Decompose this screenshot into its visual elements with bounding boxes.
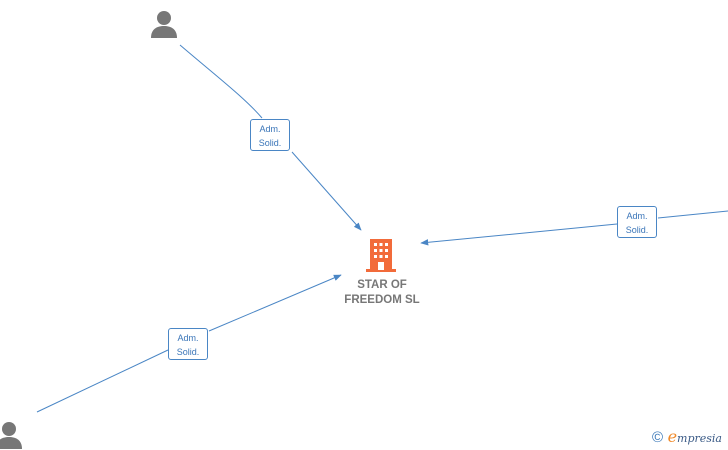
edge-label-line1: Adm. <box>177 333 199 343</box>
edge-label-bottom-left[interactable]: Adm. Solid. <box>168 328 208 360</box>
edge-line-right <box>421 210 728 243</box>
building-icon[interactable] <box>365 238 397 273</box>
person-icon[interactable] <box>0 420 24 450</box>
company-name[interactable]: STAR OF FREEDOM SL <box>320 278 444 308</box>
edge-label-line1: Adm. <box>626 211 648 221</box>
company-name-line2: FREEDOM SL <box>344 294 420 306</box>
person-icon[interactable] <box>149 9 179 39</box>
edge-label-line2: Solid. <box>625 225 649 235</box>
brand-initial: e <box>667 427 678 446</box>
company-name-line1: STAR OF <box>357 279 407 291</box>
edge-label-line2: Solid. <box>258 138 282 148</box>
edge-line-bottom-left <box>36 275 341 413</box>
brand-name: mpresia <box>677 432 722 445</box>
copyright-symbol: © <box>652 429 664 446</box>
edge-label-line1: Adm. <box>259 124 281 134</box>
edge-label-top-left[interactable]: Adm. Solid. <box>250 119 290 151</box>
edge-label-line2: Solid. <box>176 347 200 357</box>
edge-label-right[interactable]: Adm. Solid. <box>617 206 657 238</box>
edge-line-top-left <box>179 44 361 230</box>
copyright-brand: © empresia <box>652 427 722 447</box>
